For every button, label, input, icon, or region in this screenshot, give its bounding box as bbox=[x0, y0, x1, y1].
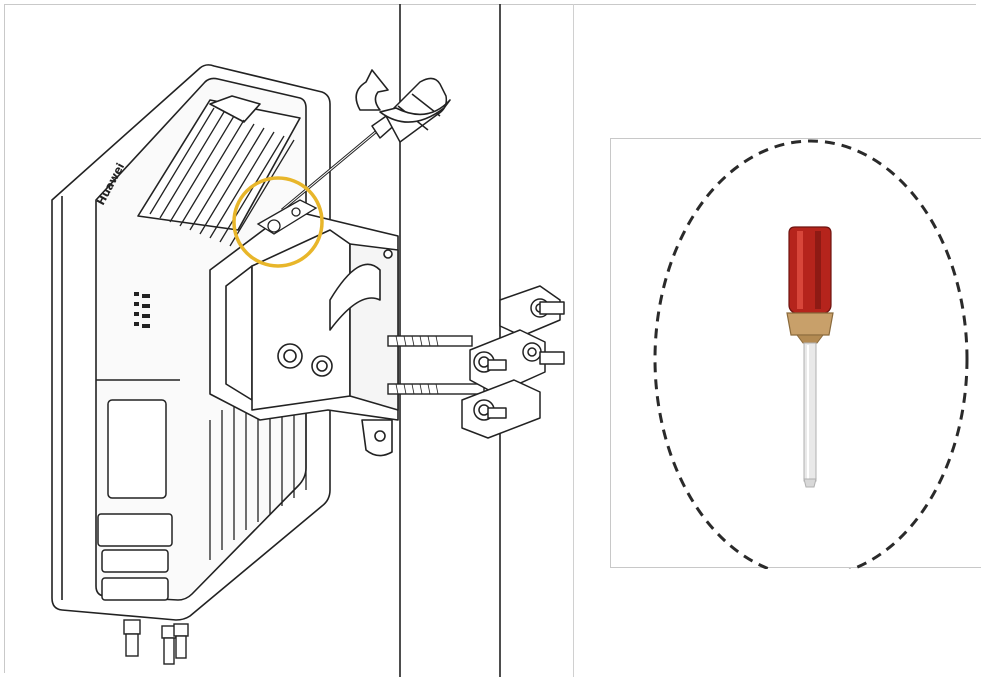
shaft-tip bbox=[803, 478, 817, 488]
clamp-bolts bbox=[387, 335, 485, 395]
highlight-circle bbox=[232, 176, 324, 268]
screwdriver-handle bbox=[788, 226, 832, 314]
screwdriver-shaft bbox=[803, 342, 817, 482]
handle-highlight bbox=[797, 231, 803, 309]
device-lower-panel bbox=[97, 399, 173, 601]
indicator-leds bbox=[134, 292, 150, 328]
tool-inset-panel bbox=[610, 138, 981, 569]
screwdriver-ferrule bbox=[786, 312, 834, 336]
ferrule-tip bbox=[796, 334, 824, 344]
rotate-arrow-icon bbox=[355, 69, 451, 123]
dashed-ellipse bbox=[653, 139, 969, 569]
screwdriver-icon bbox=[653, 139, 969, 569]
target-screw bbox=[256, 199, 318, 235]
cable-glands bbox=[123, 619, 189, 665]
figure-frame bbox=[4, 4, 976, 673]
handle-shadow bbox=[815, 231, 821, 309]
figure-divider bbox=[573, 4, 574, 677]
rear-clamp bbox=[461, 285, 565, 439]
